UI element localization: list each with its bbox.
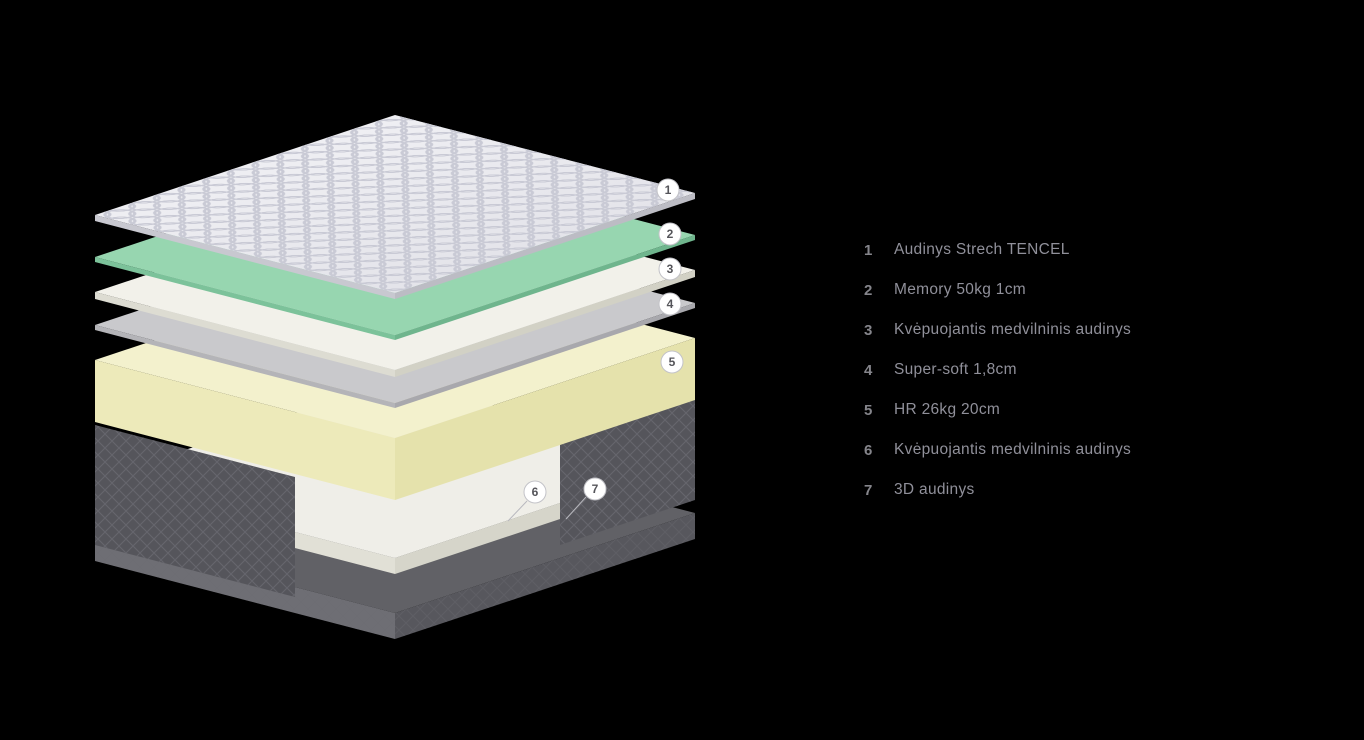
layer-7-right-face-texture [395,513,695,639]
legend-number: 4 [864,361,873,379]
marker-5-circle [660,350,684,374]
legend-item-7: 7 3D audinys [864,470,1294,510]
layer-marker-5: 5 [660,350,684,374]
layer-marker-7: 7 [583,477,607,501]
legend-label: HR 26kg 20cm [894,401,1001,418]
layer-3-left-face [95,292,395,377]
layer-4-left-face [95,325,395,408]
legend-item-3: 3 Kvėpuojantis medvilninis audinys [864,310,1294,350]
marker-4-circle [658,292,682,316]
marker-7-number: 7 [592,482,599,496]
layer-1-right-face [395,193,695,299]
layer-1-left-face [95,215,395,299]
legend-label: Kvėpuojantis medvilninis audinys [894,321,1132,338]
legend-label: Audinys Strech TENCEL [894,241,1070,258]
legend-item-6: 6 Kvėpuojantis medvilninis audinys [864,430,1294,470]
layer-marker-6: 6 [523,480,547,504]
marker-6-number: 6 [532,485,539,499]
legend-item-2: 2 Memory 50kg 1cm [864,270,1294,310]
legend-label: 3D audinys [894,481,975,498]
legend-label: Super-soft 1,8cm [894,361,1017,378]
legend-number: 2 [864,281,873,299]
marker-1-number: 1 [665,183,672,197]
legend-number: 3 [864,321,873,339]
marker-3-number: 3 [667,262,674,276]
legend-item-5: 5 HR 26kg 20cm [864,390,1294,430]
side-panel-left-texture [95,425,295,597]
layer-1-quilt-texture [95,115,695,293]
marker-5-number: 5 [669,355,676,369]
layers-legend: 1 Audinys Strech TENCEL 2 Memory 50kg 1c… [864,230,1294,510]
legend-number: 5 [864,401,873,419]
legend-item-1: 1 Audinys Strech TENCEL [864,230,1294,270]
layer-marker-1: 1 [656,178,680,202]
exploded-layers-illustration: 1 2 3 4 5 6 7 [95,115,695,639]
marker-4-number: 4 [667,297,674,311]
legend-label: Kvėpuojantis medvilninis audinys [894,441,1132,458]
layer-1-tencel-cover [95,115,695,299]
marker-6-leader-line [507,500,528,522]
layer-2-left-face [95,257,395,340]
layer-5-right-face [395,338,695,500]
layer-marker-3: 3 [658,257,682,281]
layer-4-right-face [395,303,695,408]
layer-3-right-face [395,270,695,377]
layer-7-side-panel-left [95,425,295,597]
marker-3-circle [658,257,682,281]
legend-label: Memory 50kg 1cm [894,281,1026,298]
layer-2-right-face [395,235,695,340]
legend-number: 7 [864,481,873,499]
legend-number: 1 [864,241,873,259]
marker-2-number: 2 [667,227,674,241]
layer-5-left-face [95,360,395,500]
marker-7-circle [583,477,607,501]
marker-1-circle [656,178,680,202]
layer-marker-4: 4 [658,292,682,316]
layer-marker-2: 2 [658,222,682,246]
marker-7-leader-line [565,496,587,520]
marker-2-circle [658,222,682,246]
legend-item-4: 4 Super-soft 1,8cm [864,350,1294,390]
marker-6-circle [523,480,547,504]
legend-number: 6 [864,441,873,459]
